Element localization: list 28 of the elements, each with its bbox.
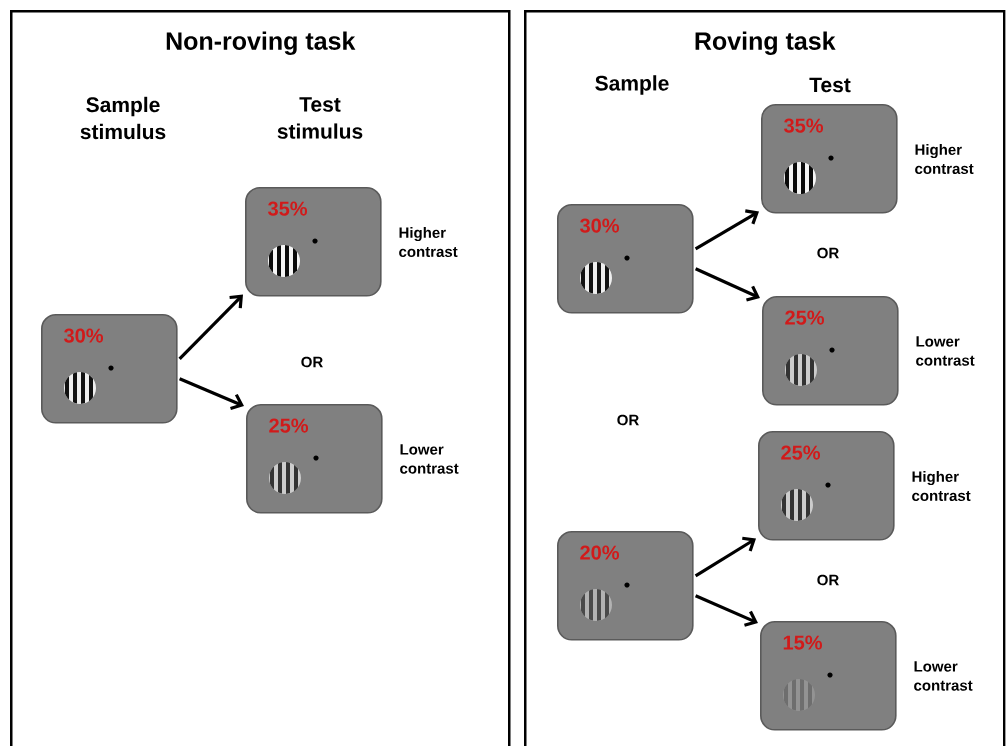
or-label: OR [817, 247, 839, 259]
stimulus-screen: 30% [41, 314, 178, 424]
stimulus-screen: 20% [557, 531, 694, 641]
arrow [178, 294, 243, 360]
contrast-label: Lower contrast [914, 661, 973, 691]
stimulus-screen: 25% [246, 404, 383, 514]
arrow [694, 536, 756, 578]
contrast-label: Higher contrast [912, 471, 971, 501]
or-label: OR [817, 574, 839, 586]
stimulus-screen: 15% [760, 621, 897, 731]
arrow [694, 267, 760, 302]
stimulus-screen: 25% [762, 296, 899, 406]
contrast-label: Higher contrast [399, 227, 458, 257]
stimulus-screen: 35% [245, 187, 382, 297]
contrast-label: Lower contrast [400, 444, 459, 474]
arrow [179, 377, 244, 410]
stimulus-screen: 35% [761, 104, 898, 214]
arrow [694, 594, 758, 627]
contrast-label: Lower contrast [916, 336, 975, 366]
or-label: OR [301, 356, 323, 368]
stimulus-screen: 25% [758, 431, 895, 541]
column-heading: Sample stimulus [80, 96, 166, 140]
arrow [694, 209, 759, 251]
column-heading: Test stimulus [277, 97, 363, 139]
or-label: OR [617, 414, 639, 426]
stimulus-screen: 30% [557, 204, 694, 314]
contrast-label: Higher contrast [915, 144, 974, 174]
column-heading: Sample [595, 75, 669, 95]
